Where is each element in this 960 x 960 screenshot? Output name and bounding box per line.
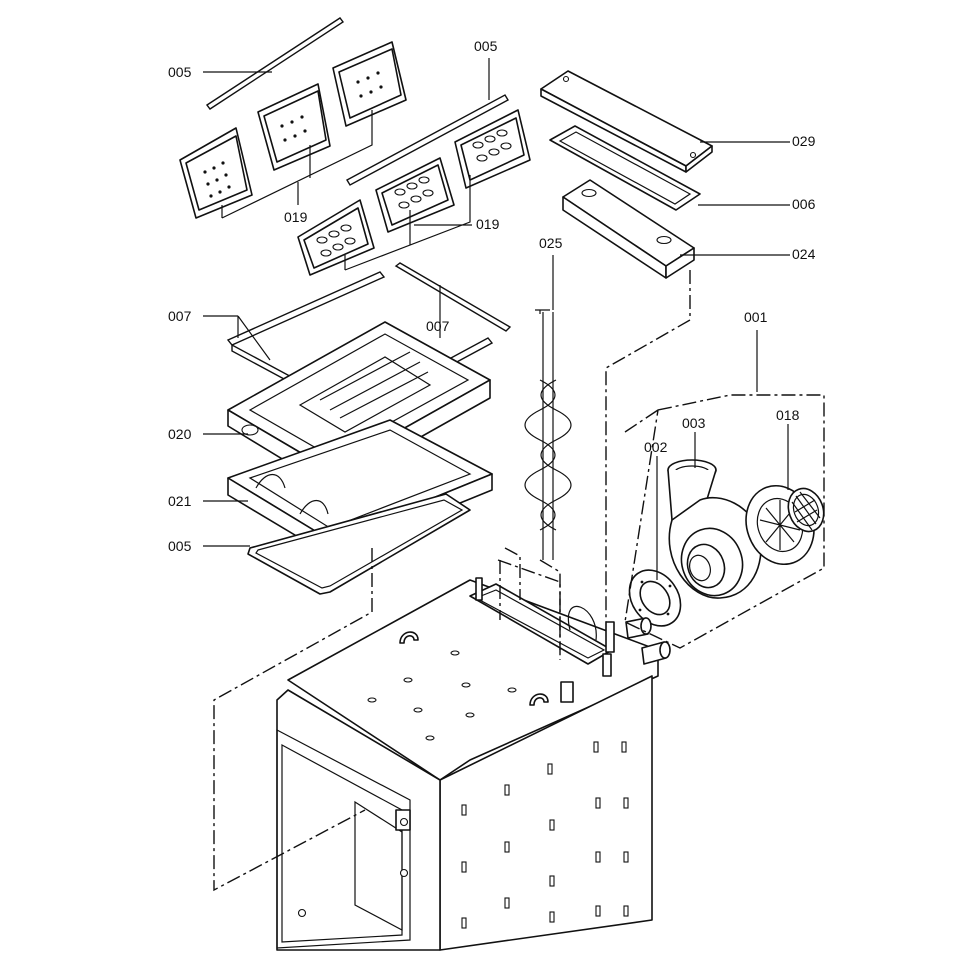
boiler-body	[276, 577, 671, 951]
rod-005-top-mid	[346, 94, 509, 186]
label-019-left: 019	[284, 209, 308, 225]
label-024: 024	[792, 246, 816, 262]
label-005-bottom: 005	[168, 538, 192, 554]
gasket-002	[628, 569, 682, 627]
burner-tile-019-d	[297, 199, 375, 276]
block-024	[562, 179, 695, 279]
burner-tile-019-b	[257, 83, 331, 171]
auger-025	[524, 309, 572, 560]
burner-tile-019-f	[454, 109, 531, 189]
gasket-006	[549, 125, 701, 211]
label-019-right: 019	[476, 216, 500, 232]
label-003: 003	[682, 415, 706, 431]
cover-plate-029	[540, 70, 713, 173]
label-005-top-left: 005	[168, 64, 192, 80]
assembly-lines	[213, 270, 825, 892]
leader-lines	[203, 58, 790, 580]
burner-tile-019-e	[375, 157, 455, 233]
rod-007-left-a	[226, 271, 386, 346]
label-002: 002	[644, 439, 668, 455]
label-018: 018	[776, 407, 800, 423]
label-021: 021	[168, 493, 192, 509]
label-005-top-mid: 005	[474, 38, 498, 54]
label-029: 029	[792, 133, 816, 149]
fan-motor-018	[745, 484, 825, 566]
fan-housing-003	[667, 459, 762, 599]
burner-tile-019-c	[332, 41, 407, 127]
label-020: 020	[168, 426, 192, 442]
gasket-005-bottom	[247, 493, 471, 595]
label-025: 025	[539, 235, 563, 251]
label-001: 001	[744, 309, 768, 325]
rod-005-top-left	[205, 17, 345, 110]
part-labels: 005 005 019 019 029 006 024 025 007 007 …	[168, 38, 816, 554]
label-006: 006	[792, 196, 816, 212]
rod-007-right-a	[394, 262, 512, 332]
burner-tile-019-a	[179, 127, 253, 219]
label-007-left: 007	[168, 308, 192, 324]
label-007-right: 007	[426, 318, 450, 334]
